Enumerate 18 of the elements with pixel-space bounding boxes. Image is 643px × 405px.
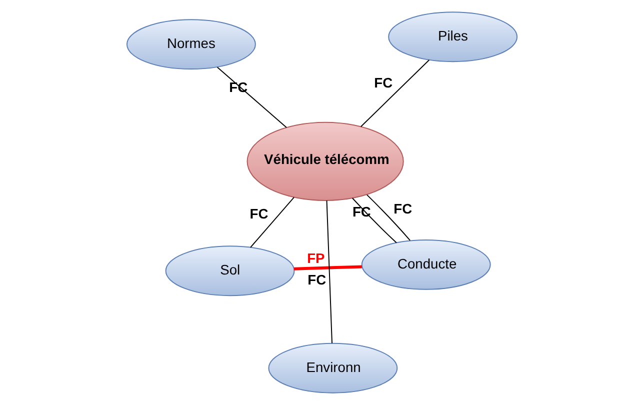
connector [351, 198, 396, 244]
node-ellipse: Véhicule télécomm [246, 122, 404, 201]
connector [216, 66, 286, 128]
node-ellipse: Normes [126, 19, 256, 70]
edge-label: FC [249, 205, 268, 222]
node-ellipse: Piles [388, 12, 518, 62]
node-ellipse: Conducte [360, 239, 490, 290]
edge-label: FP [306, 250, 324, 266]
node-ellipse: Environn [268, 342, 398, 394]
node-ellipse: Sol [164, 246, 294, 296]
connector [360, 60, 430, 128]
edge-label: FC [393, 200, 412, 216]
edge-label: FC [307, 271, 326, 288]
connector [249, 196, 294, 248]
connector [293, 265, 362, 270]
connector [366, 194, 410, 241]
edge-label: FC [374, 74, 392, 91]
connector [326, 200, 332, 344]
